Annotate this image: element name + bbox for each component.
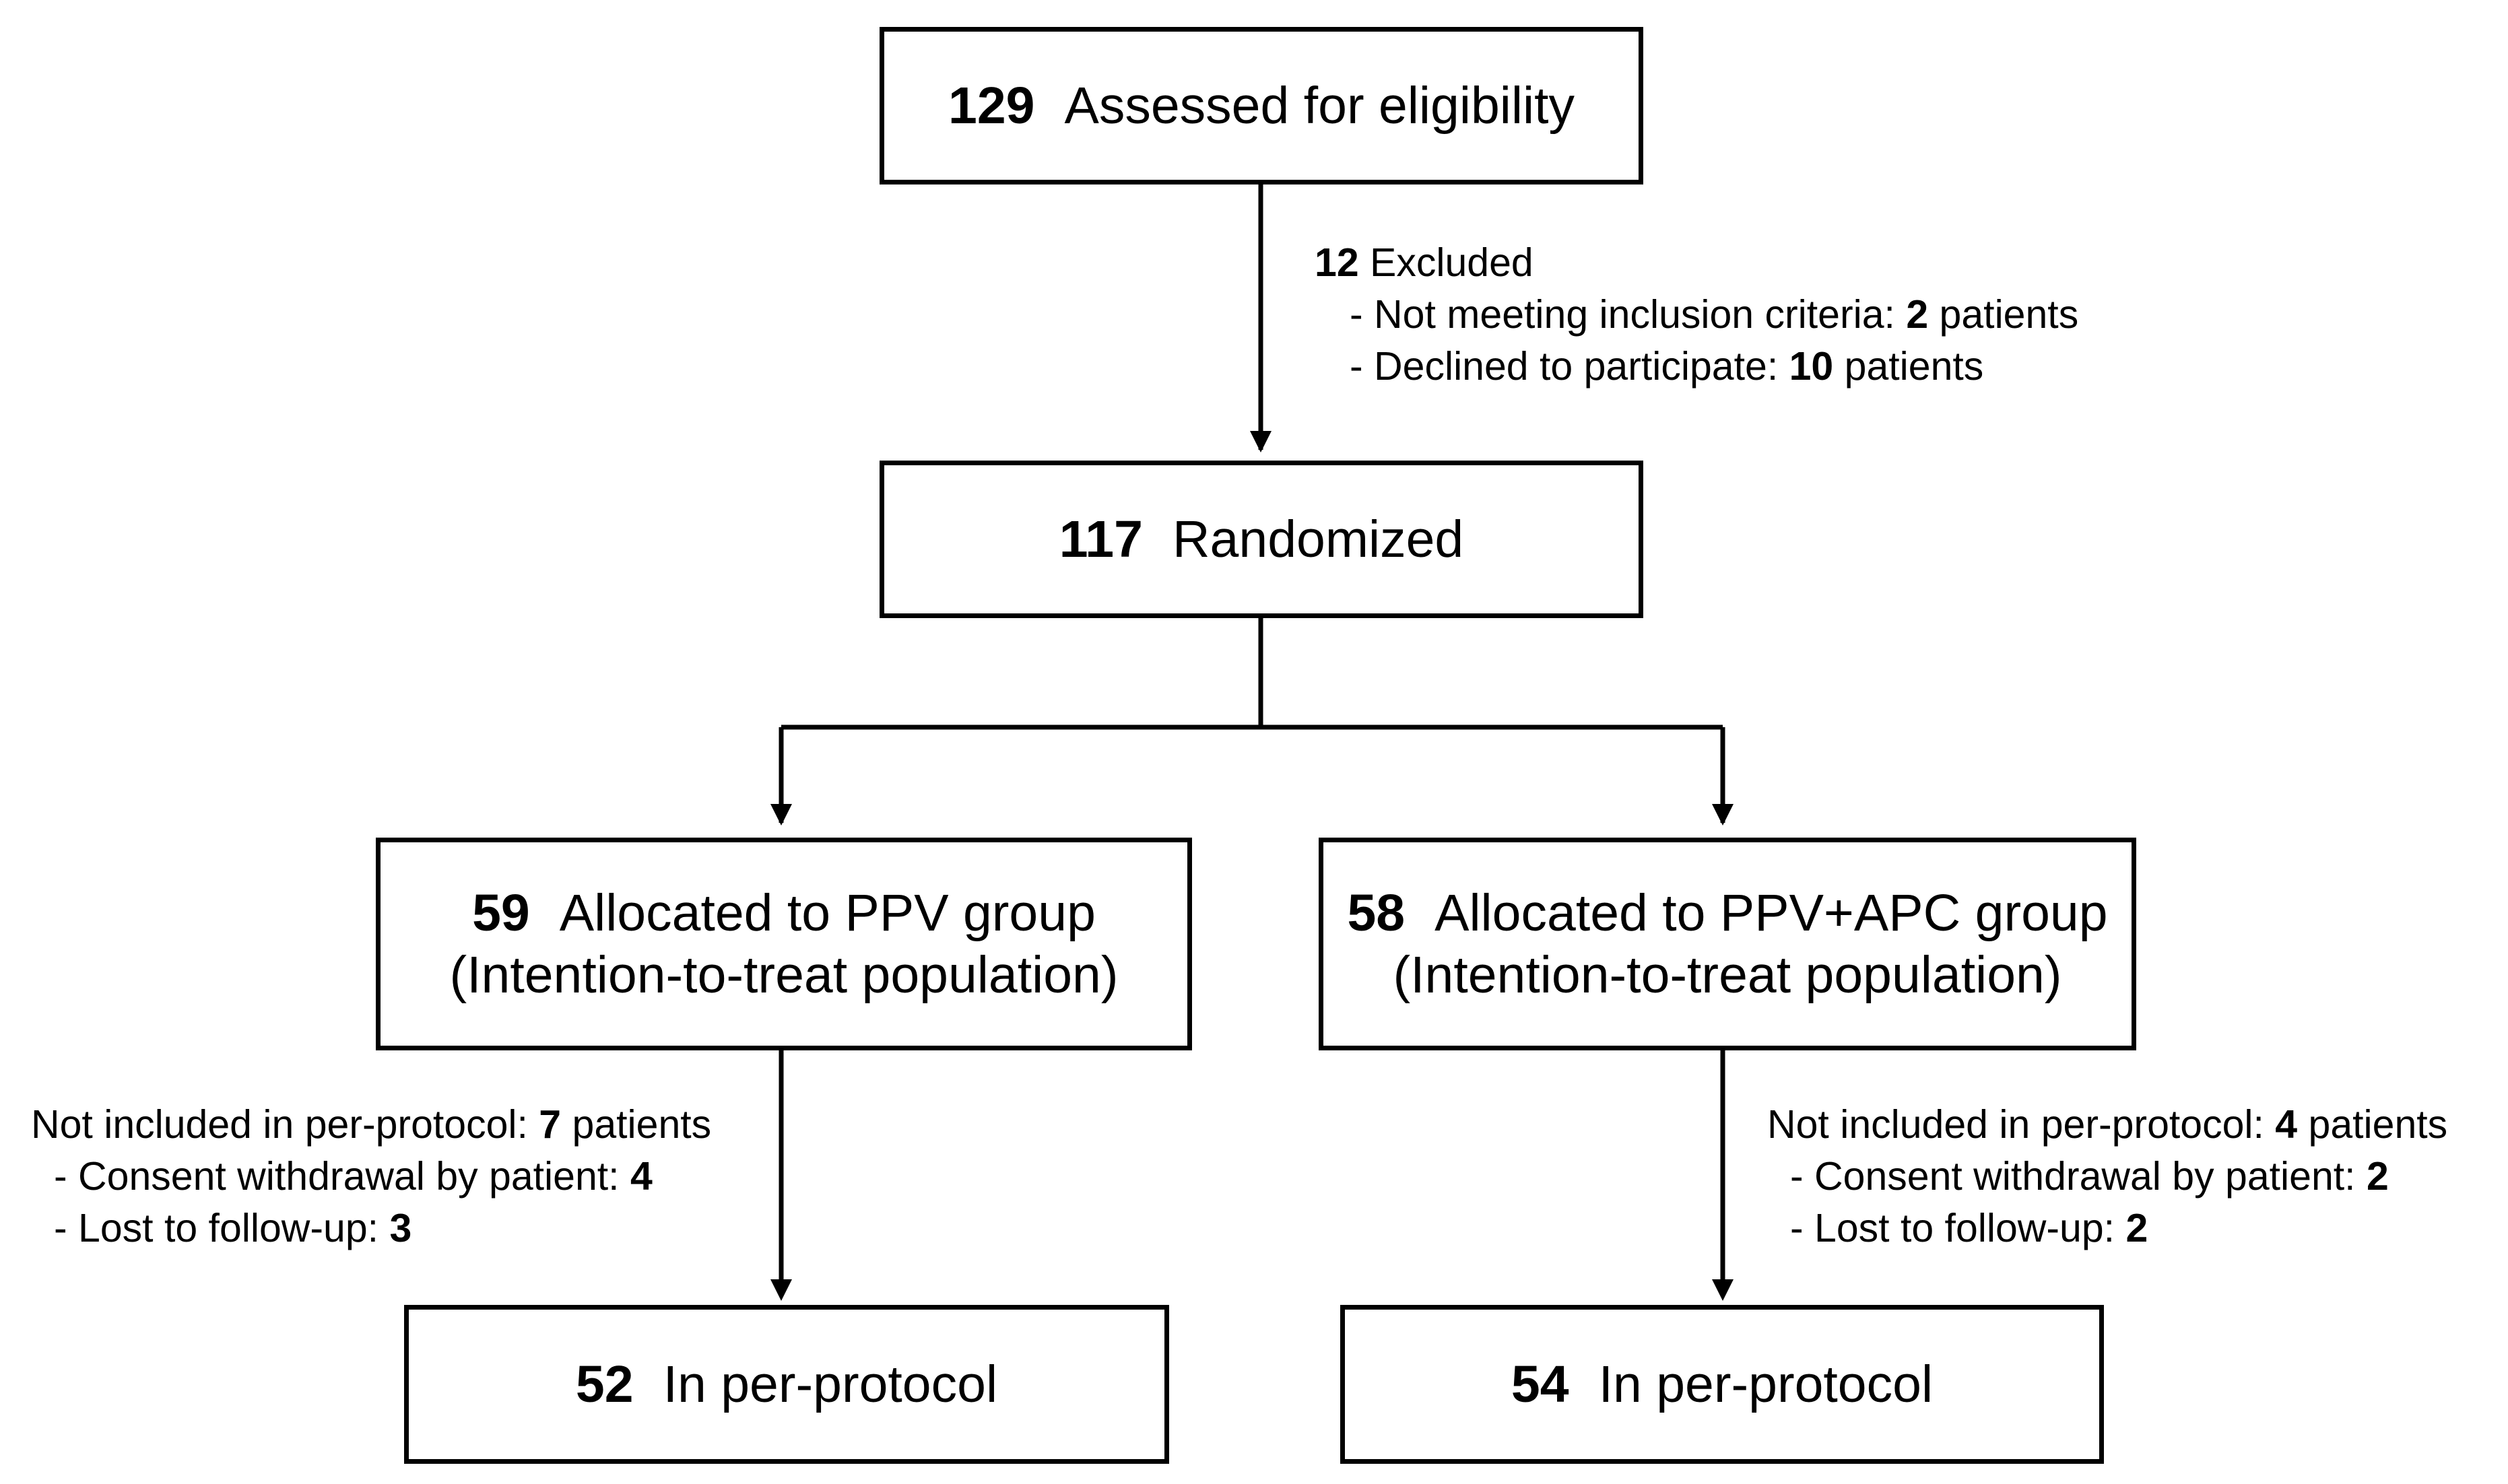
ppvapc-per-protocol-label: In per-protocol bbox=[1598, 1355, 1934, 1413]
arrowhead-ppvapc-per-protocol bbox=[1712, 1279, 1734, 1301]
excluded-item: - Declined to participate: 10 patients bbox=[1350, 344, 1984, 389]
ppv-group-population: (Intention-to-treat population) bbox=[449, 946, 1119, 1004]
assessed-count: 129 bbox=[948, 76, 1035, 135]
excluded-item: - Not meeting inclusion criteria: 2 pati… bbox=[1350, 292, 2079, 337]
ppv-not-included-item: - Lost to follow-up: 3 bbox=[54, 1206, 412, 1250]
arrowhead-randomized bbox=[1250, 431, 1272, 452]
excluded-count: 12 bbox=[1315, 240, 1359, 285]
ppv-not-included-count: 7 bbox=[539, 1102, 562, 1147]
excluded-label: Excluded bbox=[1358, 240, 1533, 285]
ppvapc-not-included-label: Not included in per-protocol: bbox=[1767, 1102, 2276, 1147]
ppv-per-protocol-box: 52 In per-protocol bbox=[404, 1305, 1169, 1464]
ppvapc-per-protocol-count: 54 bbox=[1511, 1355, 1569, 1413]
ppv-group-label: Allocated to PPV group bbox=[559, 883, 1096, 942]
randomized-count: 117 bbox=[1059, 510, 1143, 568]
ppvapc-not-included-item: - Lost to follow-up: 2 bbox=[1790, 1206, 2148, 1250]
arrowhead-ppv-group bbox=[770, 804, 792, 825]
ppvapc-per-protocol-box: 54 In per-protocol bbox=[1340, 1305, 2104, 1464]
arrowhead-ppvapc-group bbox=[1712, 804, 1734, 825]
ppvapc-not-included-item: - Consent withdrawal by patient: 2 bbox=[1790, 1154, 2389, 1199]
excluded-note: 12 Excluded - Not meeting inclusion crit… bbox=[1315, 237, 2078, 393]
ppv-group-box: 59 Allocated to PPV group (Intention-to-t… bbox=[376, 838, 1192, 1050]
ppvapc-group-count: 58 bbox=[1347, 883, 1406, 942]
ppv-not-included-item: - Consent withdrawal by patient: 4 bbox=[54, 1154, 653, 1199]
ppvapc-group-box: 58 Allocated to PPV+APC group (Intention-… bbox=[1319, 838, 2136, 1050]
ppvapc-group-label: Allocated to PPV+APC group bbox=[1434, 883, 2108, 942]
ppvapc-not-included-note: Not included in per-protocol: 4 patients… bbox=[1767, 1099, 2447, 1254]
randomized-label: Randomized bbox=[1172, 510, 1464, 568]
ppvapc-not-included-count: 4 bbox=[2275, 1102, 2298, 1147]
ppv-not-included-note: Not included in per-protocol: 7 patients… bbox=[31, 1099, 711, 1254]
assessed-label: Assessed for eligibility bbox=[1064, 76, 1575, 135]
ppvapc-group-population: (Intention-to-treat population) bbox=[1393, 946, 2062, 1004]
arrowhead-ppv-per-protocol bbox=[770, 1279, 792, 1301]
ppv-not-included-label: Not included in per-protocol: bbox=[31, 1102, 539, 1147]
ppv-per-protocol-label: In per-protocol bbox=[663, 1355, 998, 1413]
ppv-per-protocol-count: 52 bbox=[575, 1355, 634, 1413]
assessed-box: 129 Assessed for eligibility bbox=[880, 27, 1643, 184]
ppv-group-count: 59 bbox=[472, 883, 530, 942]
randomized-box: 117 Randomized bbox=[880, 461, 1643, 618]
